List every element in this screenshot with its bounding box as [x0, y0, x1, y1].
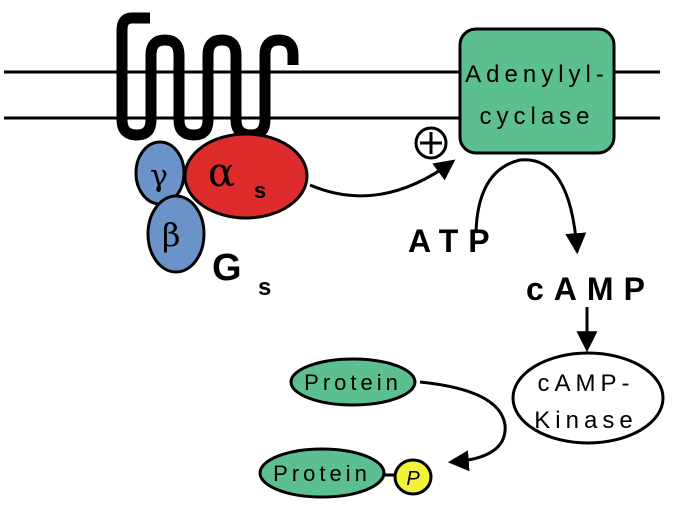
g-protein-complex: γ β α s G s	[134, 132, 309, 301]
activation-arrow	[309, 159, 456, 198]
phosphate-label: P	[406, 468, 420, 490]
camp-kinase-label-line1: cAMP-	[538, 370, 635, 397]
stimulation-plus-icon	[414, 126, 448, 160]
adenylyl-cyclase-box	[458, 27, 616, 155]
camp-kinase: cAMP- Kinase	[511, 351, 665, 445]
gs-label-subscript: s	[258, 274, 271, 301]
camp-label: cAMP	[526, 271, 655, 307]
alpha-subunit-subscript: s	[254, 178, 266, 203]
atp-to-camp-arrow	[474, 158, 587, 255]
beta-subunit	[146, 194, 206, 274]
adenylyl-cyclase-label-line1: Adenylyl-	[465, 61, 609, 88]
protein-ellipse	[289, 357, 417, 407]
camp-kinase-label-line2: Kinase	[534, 407, 637, 434]
phosphorylated-protein-ellipse	[258, 447, 386, 499]
gs-label: G	[212, 247, 242, 289]
protein-label: Protein	[304, 370, 402, 395]
protein: Protein	[289, 357, 417, 407]
seven-transmembrane-receptor-icon	[116, 12, 299, 141]
phosphorylated-protein-label: Protein	[273, 461, 371, 486]
atp-label: ATP	[408, 223, 500, 259]
phosphate-group	[393, 458, 433, 496]
alpha-subunit-label: α	[208, 150, 235, 196]
beta-subunit-label: β	[162, 216, 181, 254]
camp-kinase-ellipse	[511, 351, 665, 445]
phosphorylated-protein: Protein P	[258, 447, 433, 499]
alpha-subunit	[183, 132, 309, 220]
phosphorylation-arrow	[419, 380, 507, 472]
adenylyl-cyclase-label-line2: cyclase	[479, 103, 594, 130]
adenylyl-cyclase: Adenylyl- cyclase	[458, 27, 616, 155]
gamma-subunit-label: γ	[150, 159, 168, 194]
